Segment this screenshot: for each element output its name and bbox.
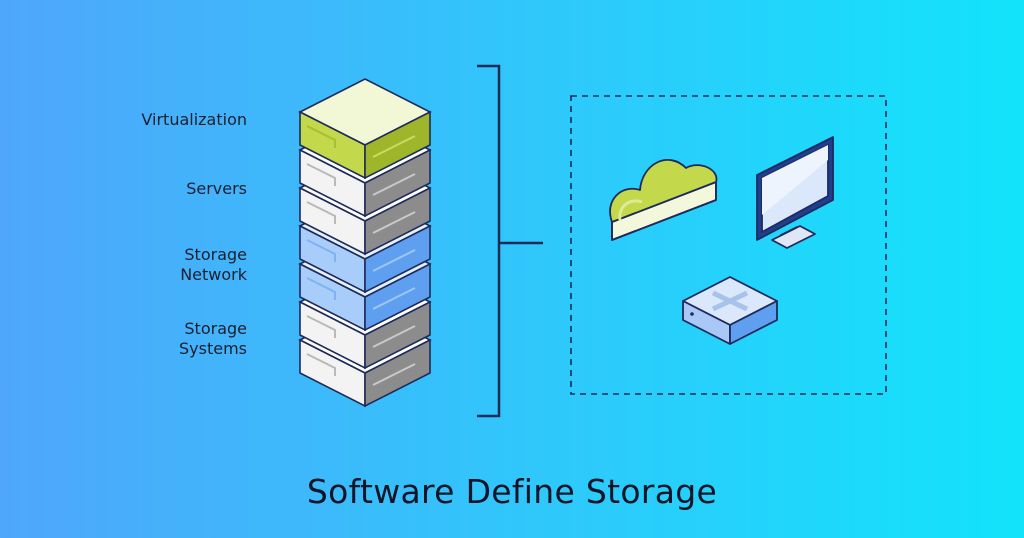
cloud-icon <box>609 159 718 241</box>
label-virtualization: Virtualization <box>141 110 247 129</box>
page-title: Software Define Storage <box>306 472 718 511</box>
label-servers: Servers <box>186 179 247 198</box>
storage-device-icon <box>682 276 778 345</box>
label-storage-systems: Storage Systems <box>179 319 247 358</box>
server-stack <box>299 78 431 407</box>
monitor-icon <box>756 136 834 249</box>
label-storage-network: Storage Network <box>180 245 247 284</box>
bracket <box>477 64 543 418</box>
dashed-frame <box>570 95 887 395</box>
